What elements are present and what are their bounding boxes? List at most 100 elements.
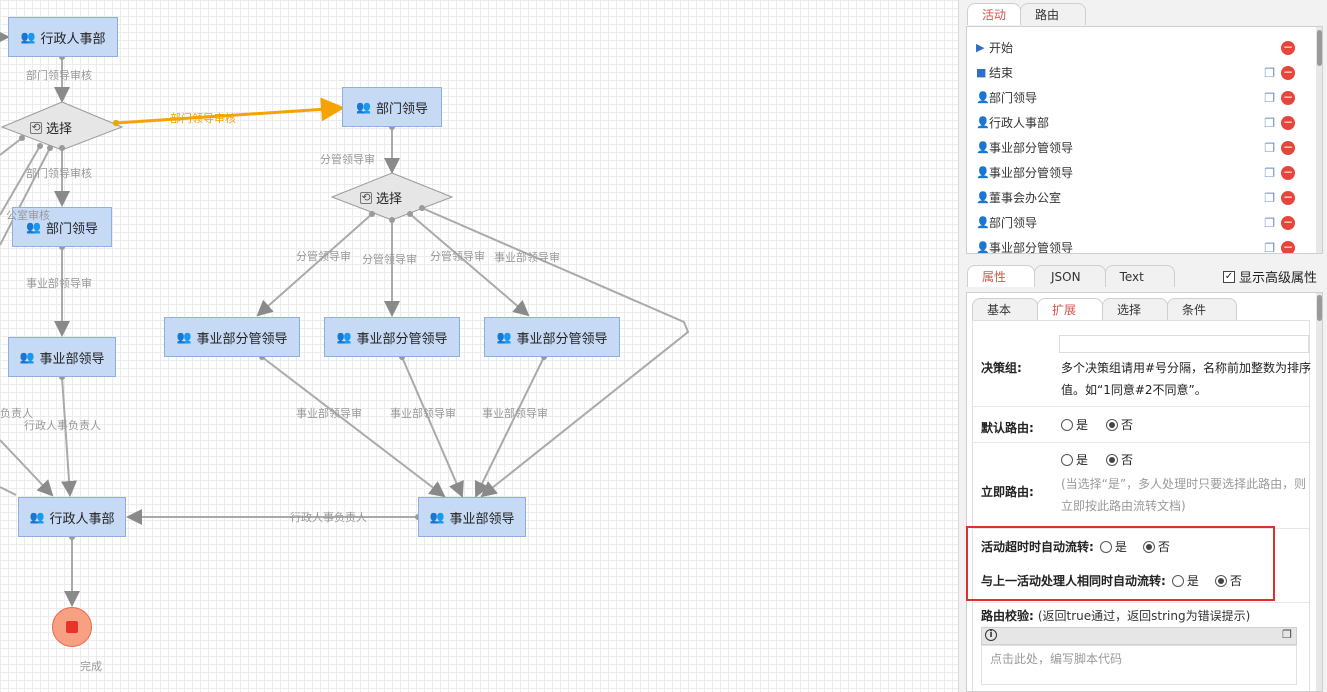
decision-group-input[interactable] bbox=[1059, 335, 1309, 353]
highlight-annotation-box bbox=[966, 526, 1275, 601]
edge-label[interactable]: 分管领导审 bbox=[430, 250, 485, 263]
play-icon: ▶ bbox=[976, 41, 985, 54]
copy-icon[interactable]: ❐ bbox=[1264, 140, 1275, 155]
delete-icon[interactable]: − bbox=[1281, 90, 1295, 105]
decision-node-1[interactable]: ⟲选择 bbox=[30, 121, 73, 137]
edge-label[interactable]: 事业部领导审 bbox=[494, 251, 560, 264]
copy-icon[interactable]: ❐ bbox=[1264, 165, 1275, 180]
edge-label[interactable]: 事业部领导审 bbox=[296, 407, 362, 420]
extended-properties-form: 决策组: 多个决策组请用#号分隔，名称前加整数为排序值。如“1同意#2不同意”。… bbox=[972, 320, 1312, 691]
default-route-no-radio[interactable]: 否 bbox=[1106, 414, 1133, 436]
edge-label[interactable]: 公室审核 bbox=[6, 209, 50, 222]
edge-label[interactable]: 事业部领导审 bbox=[26, 277, 92, 290]
node-admin-hr-bottom[interactable]: 👥行政人事部 bbox=[18, 497, 126, 537]
same-handler-yes-radio[interactable]: 是 bbox=[1171, 572, 1199, 589]
checkbox-checked[interactable]: ✓ bbox=[1223, 270, 1235, 283]
edge-label[interactable]: 行政人事负责人 bbox=[290, 511, 367, 524]
route-check-label: 路由校验: bbox=[981, 609, 1034, 623]
copy-icon[interactable]: ❐ bbox=[1264, 65, 1275, 80]
decision-group-label: 决策组: bbox=[981, 361, 1022, 375]
edge-label[interactable]: 事业部领导审 bbox=[390, 407, 456, 420]
properties-scrollbar[interactable] bbox=[1316, 293, 1322, 691]
decision-node-2[interactable]: ⟲选择 bbox=[360, 191, 403, 207]
script-code-editor[interactable]: 点击此处，编写脚本代码 bbox=[981, 645, 1297, 685]
list-item[interactable]: 👤 事业部分管领导 ❐ − bbox=[967, 235, 1307, 254]
copy-icon[interactable]: ❐ bbox=[1264, 215, 1275, 230]
copy-icon[interactable]: ❐ bbox=[1264, 115, 1275, 130]
delete-icon[interactable]: − bbox=[1281, 240, 1295, 254]
timeout-auto-no-radio[interactable]: 否 bbox=[1142, 538, 1170, 555]
node-division-deputy-3[interactable]: 👥事业部分管领导 bbox=[484, 317, 620, 357]
edge-label[interactable]: 行政人事负责人 bbox=[24, 419, 101, 432]
activity-list-scrollbar[interactable] bbox=[1316, 27, 1322, 253]
tab-activities[interactable]: 活动 bbox=[967, 3, 1022, 25]
user-icon: 👤 bbox=[976, 116, 990, 129]
list-item[interactable]: 👤 董事会办公室 ❐ − bbox=[967, 185, 1307, 210]
same-handler-auto-label: 与上一活动处理人相同时自动流转: bbox=[981, 574, 1166, 588]
node-dept-leader-right[interactable]: 👥部门领导 bbox=[342, 87, 442, 127]
list-item[interactable]: ■ 结束 ❐ − bbox=[967, 60, 1307, 85]
immediate-route-yes-radio[interactable]: 是 bbox=[1061, 449, 1088, 471]
edge-label[interactable]: 事业部领导审 bbox=[482, 407, 548, 420]
edge-label[interactable]: 部门领导审核 bbox=[26, 167, 92, 180]
copy-icon[interactable]: ❐ bbox=[1264, 240, 1275, 254]
delete-icon[interactable]: − bbox=[1281, 140, 1295, 155]
user-icon: 👤 bbox=[976, 141, 990, 154]
same-handler-auto-row: 与上一活动处理人相同时自动流转: 是 否 bbox=[973, 563, 1309, 603]
default-route-yes-radio[interactable]: 是 bbox=[1061, 414, 1088, 436]
tab-text[interactable]: Text bbox=[1104, 265, 1175, 287]
tab-json[interactable]: JSON bbox=[1034, 265, 1106, 287]
info-icon[interactable]: i bbox=[985, 629, 997, 641]
node-division-deputy-2[interactable]: 👥事业部分管领导 bbox=[324, 317, 460, 357]
user-icon: 👤 bbox=[976, 91, 990, 104]
tab-conditions[interactable]: 条件 bbox=[1167, 298, 1238, 320]
delete-icon[interactable]: − bbox=[1281, 190, 1295, 205]
list-item[interactable]: ▶ 开始 − bbox=[967, 35, 1307, 60]
decision-icon: ⟲ bbox=[30, 121, 42, 134]
node-division-deputy-1[interactable]: 👥事业部分管领导 bbox=[164, 317, 300, 357]
show-advanced-toggle[interactable]: ✓ 显示高级属性 bbox=[1223, 270, 1318, 286]
scrollbar-thumb[interactable] bbox=[1317, 295, 1322, 321]
default-route-row: 默认路由: 是 否 bbox=[973, 407, 1309, 443]
timeout-auto-yes-radio[interactable]: 是 bbox=[1099, 538, 1127, 555]
stop-icon: ■ bbox=[976, 66, 987, 79]
edge-label-highlighted[interactable]: 部门领导审核 bbox=[170, 112, 236, 125]
end-node[interactable] bbox=[52, 607, 92, 647]
tab-selection[interactable]: 选择 bbox=[1102, 298, 1169, 320]
list-item[interactable]: 👤 事业部分管领导 ❐ − bbox=[967, 160, 1307, 185]
scrollbar-thumb[interactable] bbox=[1317, 30, 1322, 66]
edge-label[interactable]: 分管领导审 bbox=[296, 250, 351, 263]
tab-extended[interactable]: 扩展 bbox=[1037, 298, 1104, 320]
immediate-route-no-radio[interactable]: 否 bbox=[1106, 449, 1133, 471]
node-admin-hr-top[interactable]: 👥行政人事部 bbox=[8, 17, 118, 57]
delete-icon[interactable]: − bbox=[1281, 40, 1295, 55]
radio-circle bbox=[1061, 454, 1073, 466]
copy-icon[interactable]: ❐ bbox=[1264, 90, 1275, 105]
delete-icon[interactable]: − bbox=[1281, 65, 1295, 80]
list-item[interactable]: 👤 部门领导 ❐ − bbox=[967, 210, 1307, 235]
delete-icon[interactable]: − bbox=[1281, 215, 1295, 230]
decision-icon: ⟲ bbox=[360, 191, 372, 204]
list-item[interactable]: 👤 部门领导 ❐ − bbox=[967, 85, 1307, 110]
node-division-leader-bottom[interactable]: 👥事业部领导 bbox=[418, 497, 526, 537]
radio-circle-selected bbox=[1214, 574, 1227, 587]
edge-label[interactable]: 分管领导审 bbox=[320, 153, 375, 166]
edge-label[interactable]: 负责人 bbox=[0, 407, 33, 420]
decision-group-hint: 多个决策组请用#号分隔，名称前加整数为排序值。如“1同意#2不同意”。 bbox=[1061, 361, 1312, 397]
node-division-leader-left[interactable]: 👥事业部领导 bbox=[8, 337, 116, 377]
tab-routes[interactable]: 路由 bbox=[1020, 3, 1087, 25]
workflow-canvas[interactable]: 👥行政人事部 👥部门领导 👥部门领导 👥事业部领导 👥事业部分管领导 👥事业部分… bbox=[0, 0, 958, 692]
copy-icon[interactable]: ❐ bbox=[1264, 190, 1275, 205]
tab-properties[interactable]: 属性 bbox=[967, 265, 1036, 287]
same-handler-no-radio[interactable]: 否 bbox=[1214, 572, 1242, 589]
list-item[interactable]: 👤 事业部分管领导 ❐ − bbox=[967, 135, 1307, 160]
delete-icon[interactable]: − bbox=[1281, 115, 1295, 130]
maximize-icon[interactable]: ❐ bbox=[1282, 628, 1292, 641]
edge-label[interactable]: 部门领导审核 bbox=[26, 69, 92, 82]
edge-label[interactable]: 分管领导审 bbox=[362, 253, 417, 266]
list-item[interactable]: 👤 行政人事部 ❐ − bbox=[967, 110, 1307, 135]
node-dept-leader-left[interactable]: 👥部门领导 bbox=[12, 207, 112, 247]
tab-basic[interactable]: 基本 bbox=[972, 298, 1039, 320]
delete-icon[interactable]: − bbox=[1281, 165, 1295, 180]
radio-circle bbox=[1171, 574, 1184, 587]
